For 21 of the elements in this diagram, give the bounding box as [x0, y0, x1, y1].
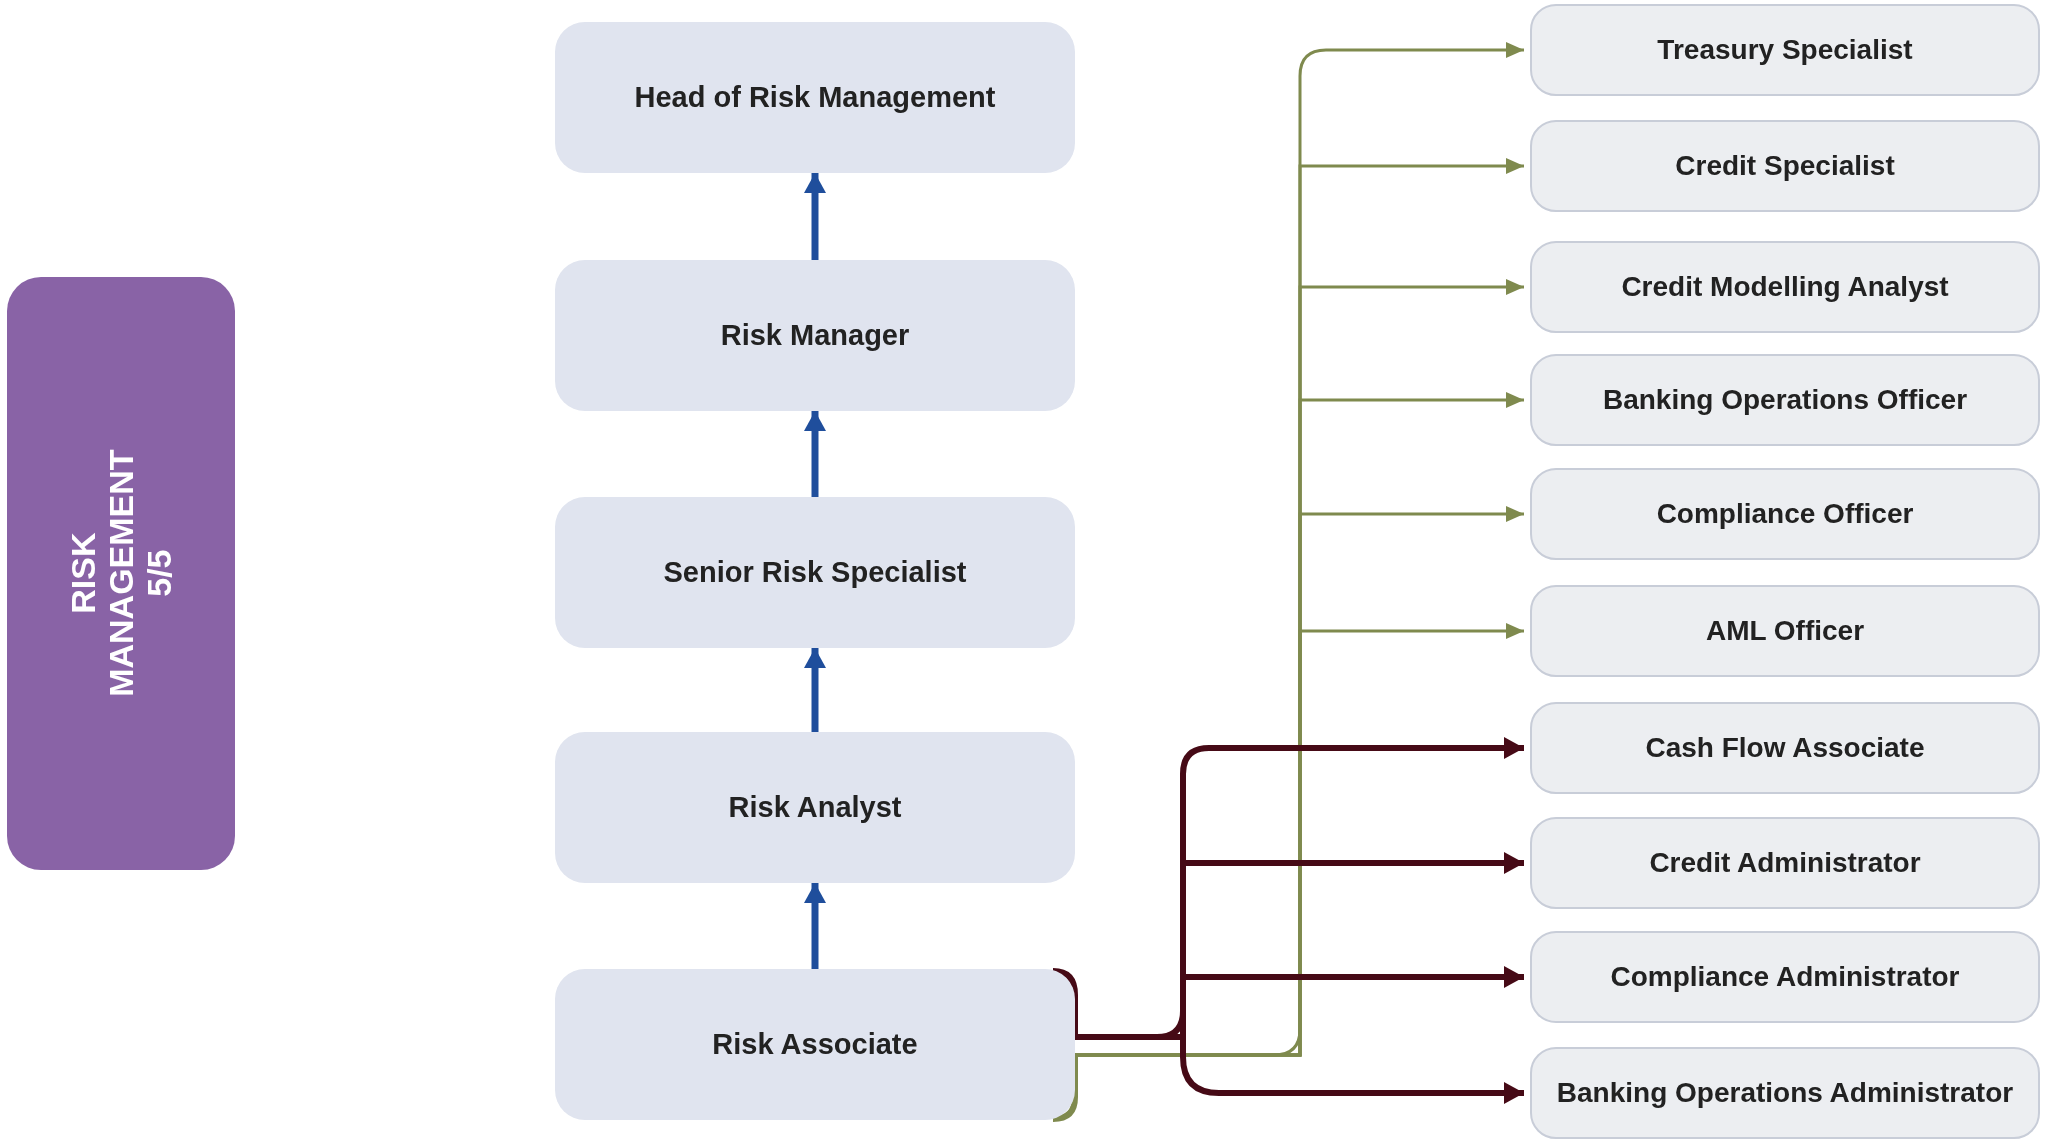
role-box: Risk Manager	[555, 260, 1075, 411]
arrow	[804, 648, 826, 732]
role-box: Banking Operations Officer	[1530, 354, 2040, 446]
role-box: Credit Modelling Analyst	[1530, 241, 2040, 333]
role-box: Compliance Administrator	[1530, 931, 2040, 1023]
category-panel: RISK MANAGEMENT 5/5	[7, 277, 235, 870]
role-box: Credit Administrator	[1530, 817, 2040, 909]
role-box: AML Officer	[1530, 585, 2040, 677]
role-box: Risk Associate	[555, 969, 1075, 1120]
role-box: Risk Analyst	[555, 732, 1075, 883]
arrow	[804, 883, 826, 969]
arrow	[804, 411, 826, 497]
role-box: Credit Specialist	[1530, 120, 2040, 212]
arrow	[1075, 1034, 1524, 1104]
arrow	[804, 173, 826, 260]
role-box: Head of Risk Management	[555, 22, 1075, 173]
role-box: Treasury Specialist	[1530, 4, 2040, 96]
role-box: Banking Operations Administrator	[1530, 1047, 2040, 1139]
role-box: Cash Flow Associate	[1530, 702, 2040, 794]
role-box: Compliance Officer	[1530, 468, 2040, 560]
role-box: Senior Risk Specialist	[555, 497, 1075, 648]
